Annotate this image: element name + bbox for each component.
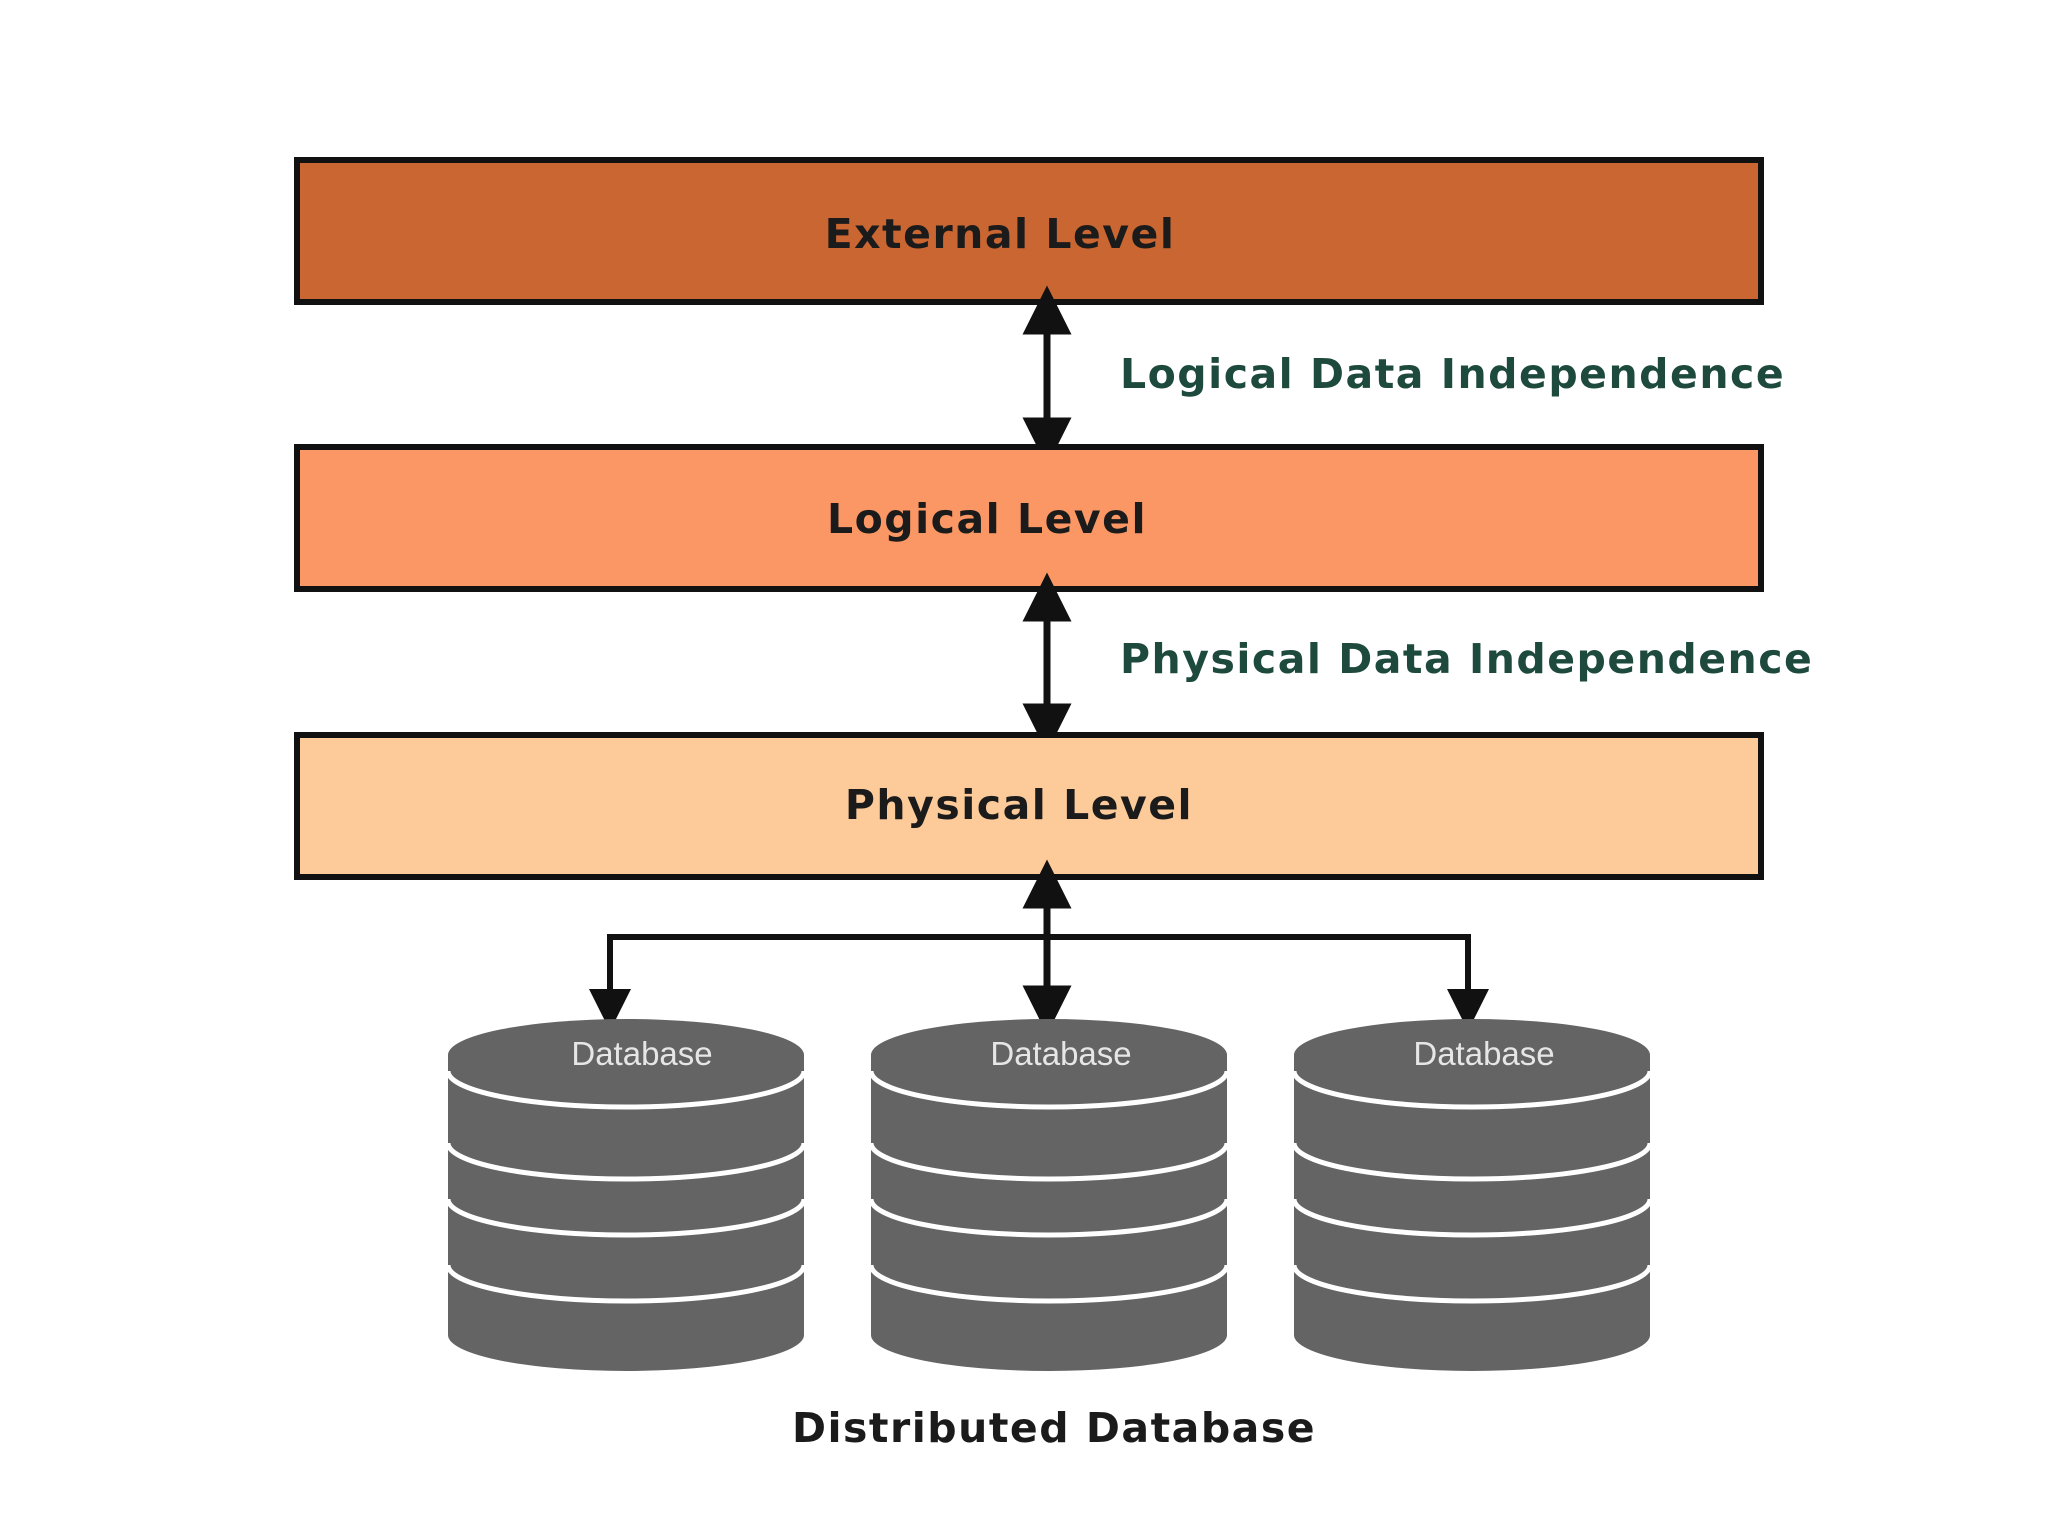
database-cylinder: Database — [448, 1019, 804, 1371]
physical-level-box: Physical Level — [294, 732, 1764, 880]
logical-level-rect — [294, 444, 1764, 592]
distribution-connector — [589, 859, 1489, 1035]
logical-level-label: Logical Level — [827, 495, 1147, 543]
right-branch-arrow — [1047, 934, 1489, 1031]
physical-level-rect — [294, 732, 1764, 880]
external-level-box: External Level — [294, 157, 1764, 305]
left-branch-arrow — [589, 934, 1047, 1031]
logical-independence-label: Logical Data Independence — [1120, 350, 1785, 398]
database-label: Database — [990, 1035, 1131, 1072]
distributed-database-caption: Distributed Database — [792, 1404, 1316, 1452]
database-label: Database — [1413, 1035, 1554, 1072]
database-cylinder: Database — [871, 1019, 1227, 1371]
external-level-rect — [294, 157, 1764, 305]
logical-level-box: Logical Level — [294, 444, 1764, 592]
database-cylinder: Database — [1294, 1019, 1650, 1371]
external-level-label: External Level — [825, 210, 1176, 258]
database-label: Database — [571, 1035, 712, 1072]
physical-independence-label: Physical Data Independence — [1120, 635, 1813, 683]
physical-level-label: Physical Level — [845, 781, 1193, 829]
